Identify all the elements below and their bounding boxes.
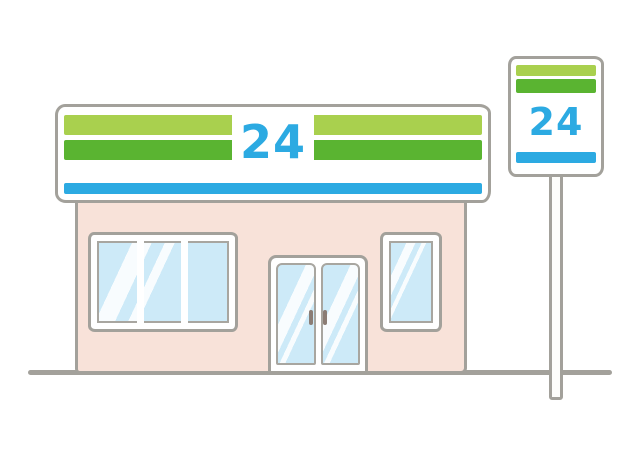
door-left-handle xyxy=(309,310,313,325)
right-display-window xyxy=(380,232,442,332)
pole-sign-stripe-blue xyxy=(516,152,596,163)
pole-sign-stripe-light-green xyxy=(516,65,596,76)
pole-sign: 24 xyxy=(508,56,604,177)
pole-sign-hours-label: 24 xyxy=(528,100,584,144)
door-right-handle xyxy=(323,310,327,325)
storefront-fascia-sign: 24 xyxy=(55,104,491,203)
fascia-stripe-blue xyxy=(64,183,482,194)
window-mullion xyxy=(137,241,145,323)
fascia-hours-label: 24 xyxy=(239,115,306,169)
left-window-glass xyxy=(97,241,229,323)
window-mullion xyxy=(181,241,189,323)
left-display-window xyxy=(88,232,238,332)
entrance-double-door xyxy=(268,255,368,374)
pole-sign-stripe-green xyxy=(516,79,596,93)
right-window-glass xyxy=(389,241,433,323)
fascia-hours-badge: 24 xyxy=(232,109,314,175)
door-right-pane xyxy=(320,263,360,365)
door-left-pane xyxy=(276,263,316,365)
sign-pole xyxy=(549,172,563,400)
